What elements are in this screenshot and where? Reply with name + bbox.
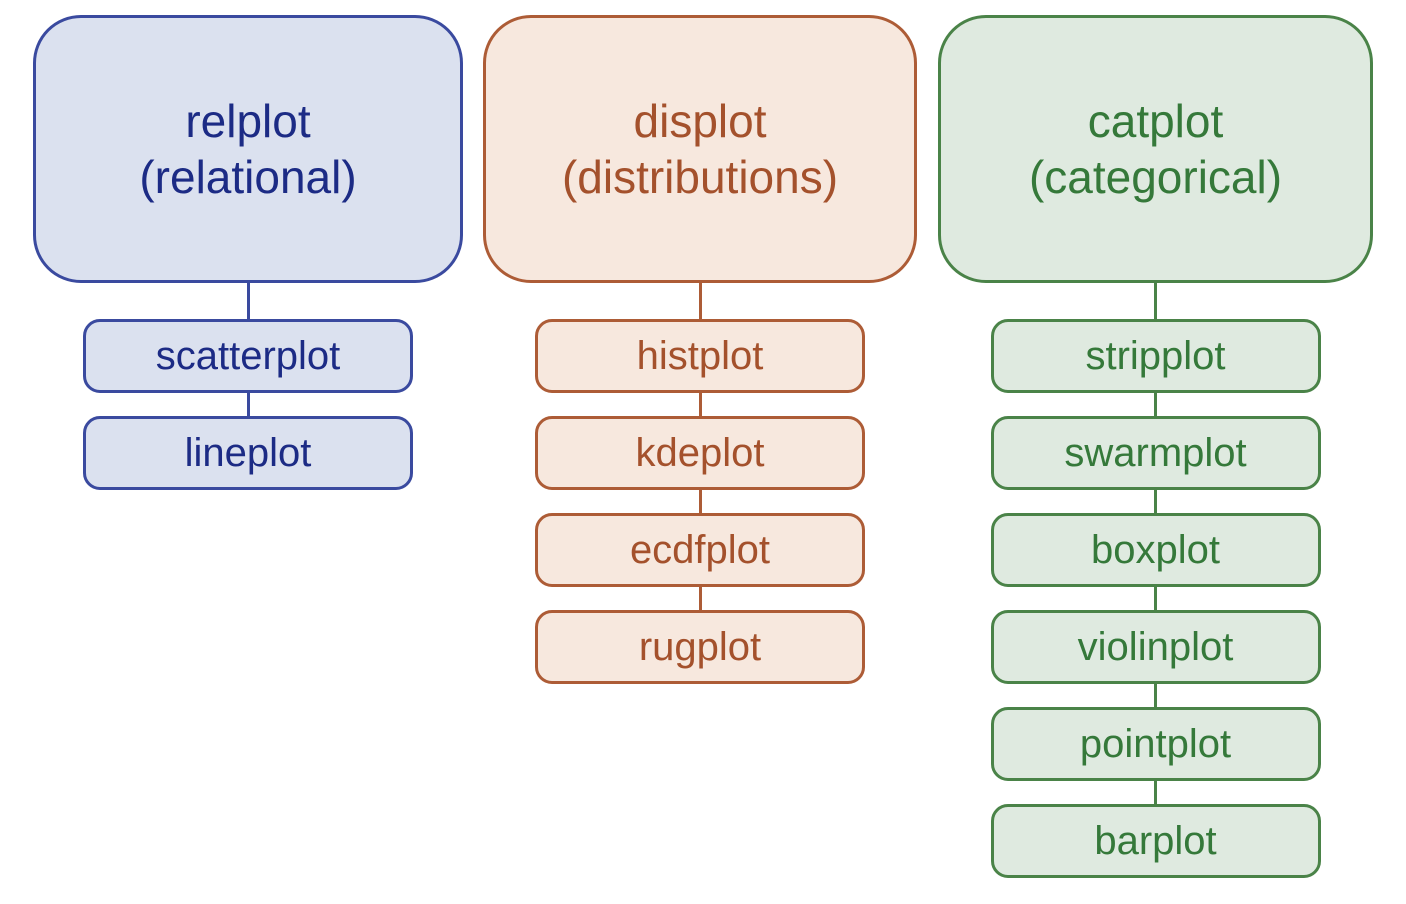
child-box-swarmplot: swarmplot	[990, 416, 1321, 490]
connector-line	[698, 587, 702, 610]
child-function-name: barplot	[1094, 818, 1217, 863]
column-catplot: catplot (categorical) stripplot swarmplo…	[938, 15, 1373, 878]
child-box-ecdfplot: ecdfplot	[535, 513, 865, 587]
parent-function-name: catplot	[1087, 94, 1224, 147]
child-function-name: boxplot	[1091, 527, 1220, 572]
child-function-name: swarmplot	[1064, 430, 1247, 475]
child-function-name: kdeplot	[635, 430, 765, 475]
child-box-violinplot: violinplot	[990, 610, 1321, 684]
parent-function-category: (categorical)	[1028, 151, 1283, 203]
parent-function-category: (distributions)	[561, 151, 839, 203]
connector-line	[1154, 393, 1157, 416]
connector-line	[698, 393, 702, 416]
child-function-name: rugplot	[638, 624, 762, 669]
child-function-name: scatterplot	[155, 333, 341, 378]
child-box-stripplot: stripplot	[990, 319, 1321, 393]
child-function-name: stripplot	[1085, 333, 1226, 378]
connector-line	[1154, 283, 1157, 319]
column-displot: displot (distributions) histplot kdeplot…	[483, 15, 917, 684]
child-box-kdeplot: kdeplot	[535, 416, 865, 490]
child-box-histplot: histplot	[535, 319, 865, 393]
child-box-pointplot: pointplot	[990, 707, 1321, 781]
connector-line	[246, 283, 250, 319]
child-function-name: violinplot	[1077, 624, 1234, 669]
parent-box-catplot: catplot (categorical)	[938, 15, 1373, 283]
parent-function-name: relplot	[185, 94, 311, 147]
child-function-name: histplot	[636, 333, 764, 378]
parent-function-name: displot	[633, 94, 767, 147]
connector-line	[1154, 490, 1157, 513]
child-box-lineplot: lineplot	[83, 416, 413, 490]
parent-box-relplot: relplot (relational)	[33, 15, 463, 283]
child-function-name: pointplot	[1079, 721, 1232, 766]
connector-line	[1154, 587, 1157, 610]
connector-line	[1154, 781, 1157, 804]
child-box-barplot: barplot	[990, 804, 1321, 878]
child-function-name: ecdfplot	[629, 527, 771, 572]
column-relplot: relplot (relational) scatterplot lineplo…	[33, 15, 463, 490]
child-function-name: lineplot	[184, 430, 312, 475]
connector-line	[1154, 684, 1157, 707]
connector-line	[246, 393, 250, 416]
child-box-boxplot: boxplot	[990, 513, 1321, 587]
connector-line	[698, 283, 702, 319]
parent-box-displot: displot (distributions)	[483, 15, 917, 283]
parent-function-category: (relational)	[139, 151, 357, 203]
child-box-scatterplot: scatterplot	[83, 319, 413, 393]
connector-line	[698, 490, 702, 513]
child-box-rugplot: rugplot	[535, 610, 865, 684]
